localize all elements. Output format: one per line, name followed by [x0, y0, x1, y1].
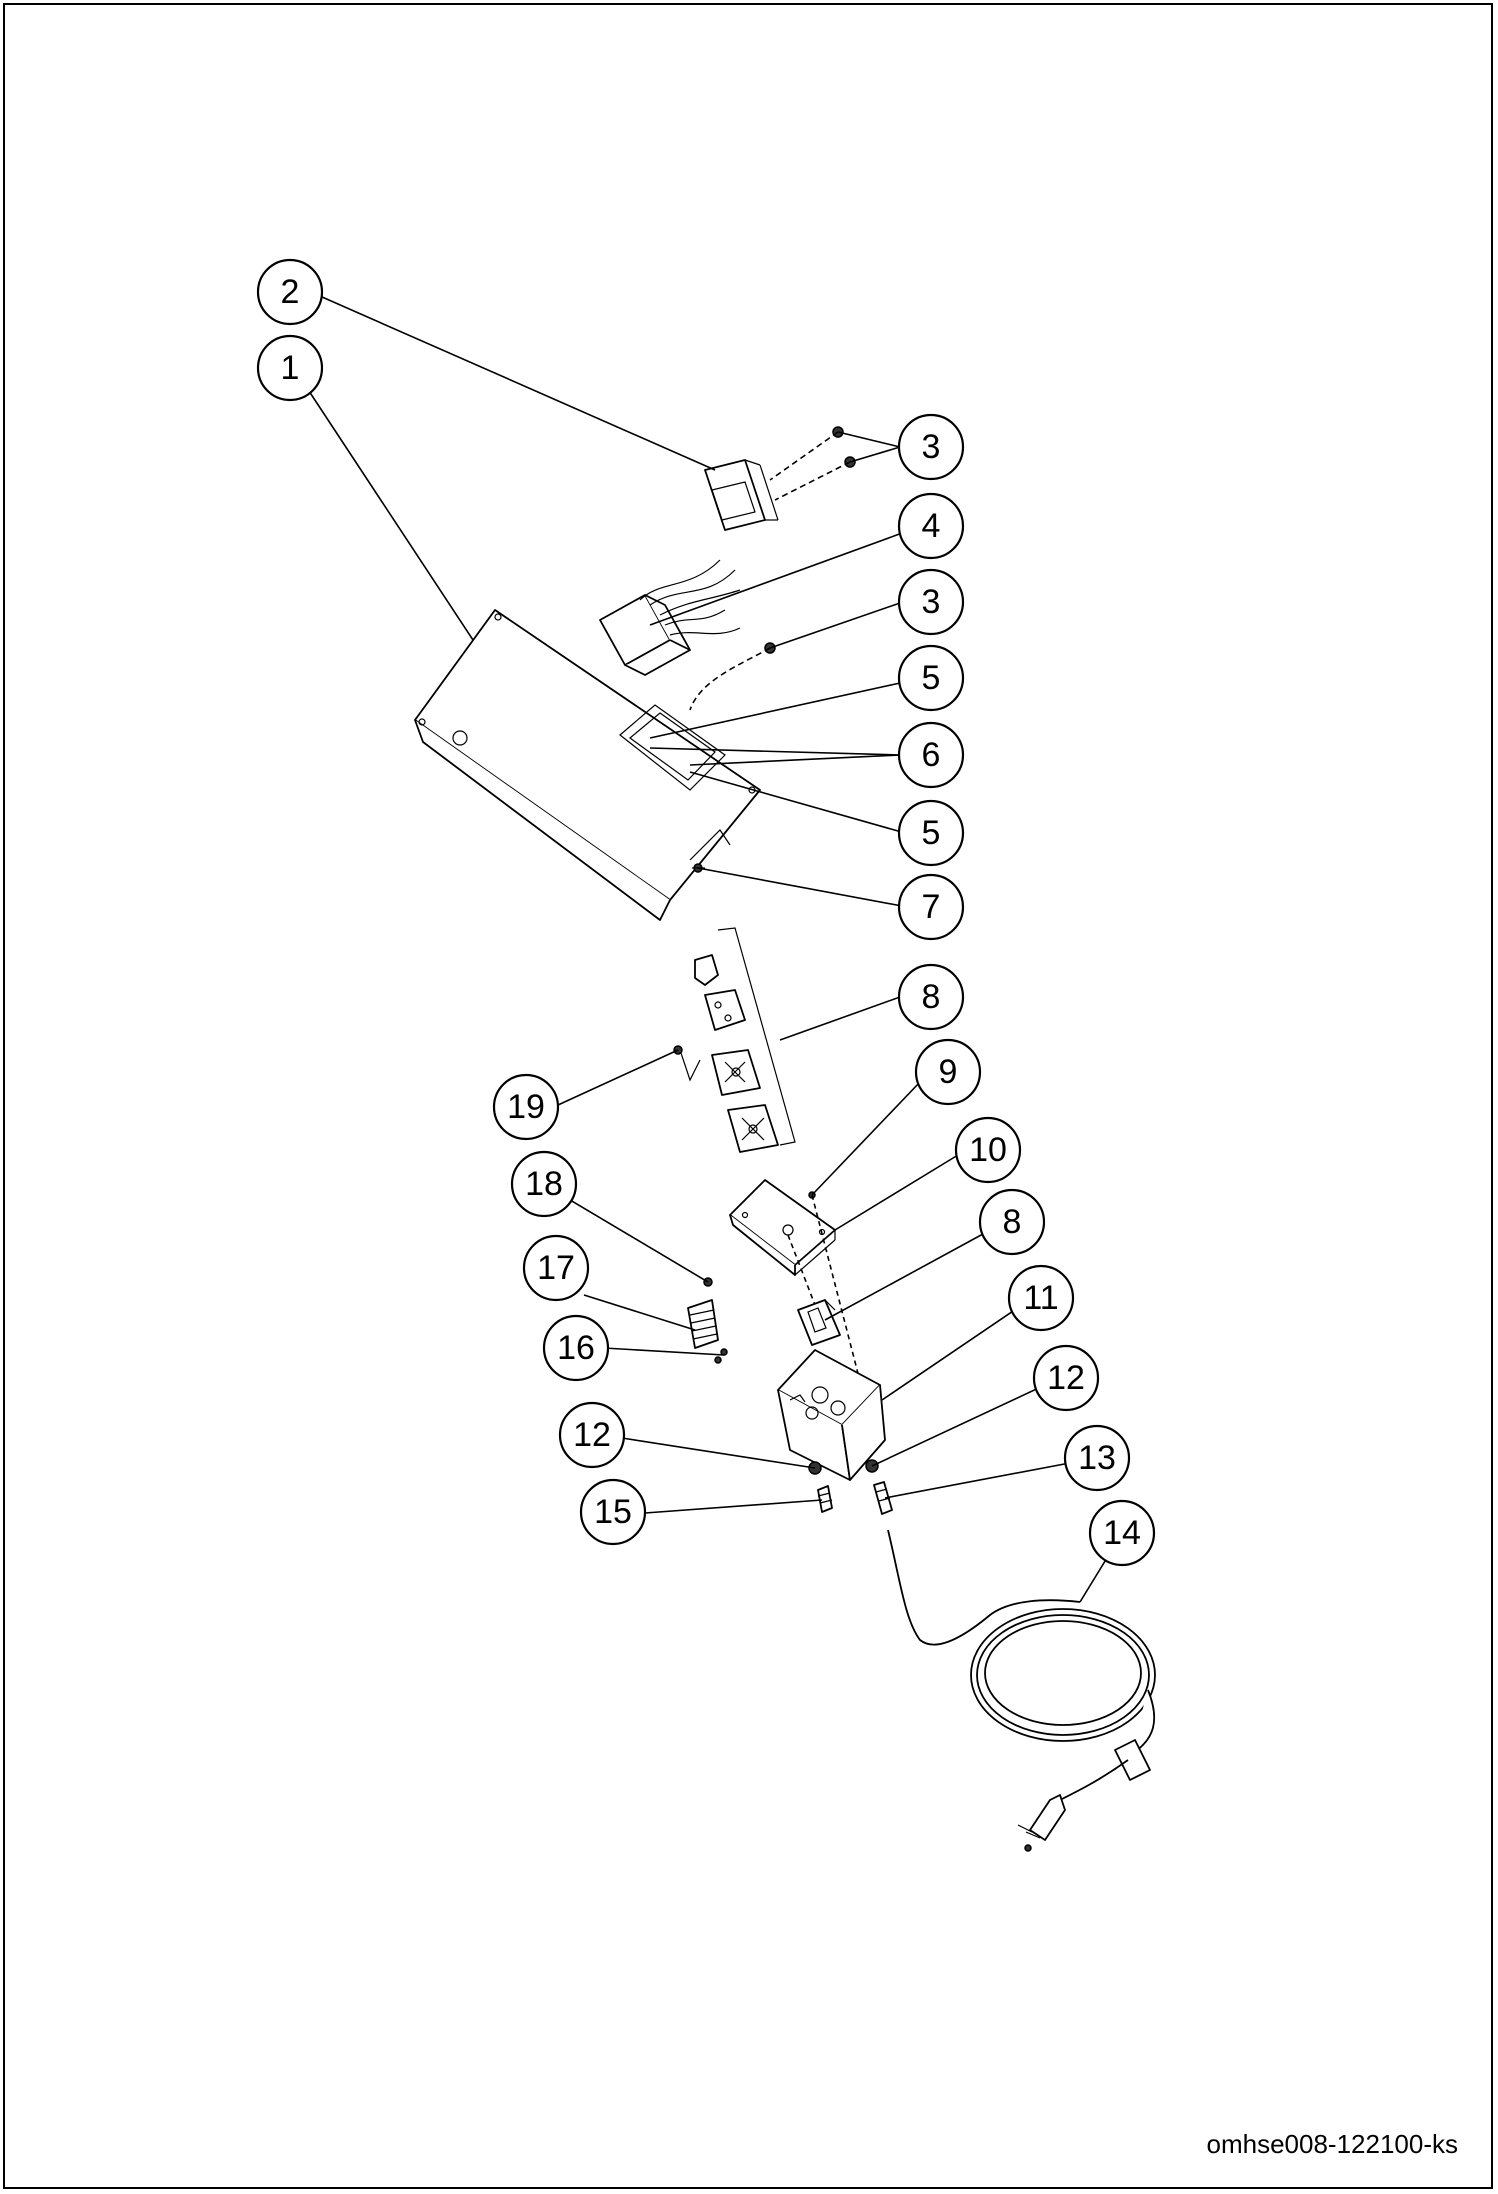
screws-top — [769, 426, 856, 501]
svg-text:9: 9 — [939, 1053, 958, 1091]
svg-text:12: 12 — [1047, 1359, 1085, 1397]
svg-text:16: 16 — [557, 1329, 595, 1367]
callout-18: 18 — [510, 1150, 578, 1218]
callout-3b: 3 — [897, 568, 965, 636]
callout-6: 6 — [897, 721, 965, 789]
callout-4: 4 — [897, 492, 965, 560]
svg-text:5: 5 — [922, 814, 941, 852]
svg-text:6: 6 — [922, 736, 941, 774]
svg-text:17: 17 — [537, 1249, 575, 1287]
switch-block — [599, 559, 741, 676]
svg-text:8: 8 — [1003, 1203, 1022, 1241]
callouts: 2 1 3 4 3 5 6 5 — [256, 258, 1156, 1567]
svg-text:13: 13 — [1078, 1439, 1116, 1477]
svg-text:4: 4 — [922, 507, 941, 545]
strain-relief-right — [865, 1459, 893, 1515]
relay — [797, 1299, 841, 1346]
svg-text:11: 11 — [1023, 1279, 1058, 1317]
svg-text:8: 8 — [922, 978, 941, 1016]
callout-1: 1 — [256, 334, 324, 402]
svg-text:7: 7 — [922, 888, 941, 926]
box-cover — [729, 1179, 871, 1421]
callout-8b: 8 — [978, 1188, 1046, 1256]
svg-text:3: 3 — [922, 583, 941, 621]
callout-5a: 5 — [897, 644, 965, 712]
callout-2: 2 — [256, 258, 324, 326]
callout-9: 9 — [914, 1038, 982, 1106]
svg-text:12: 12 — [573, 1416, 611, 1454]
switch-cover — [704, 459, 779, 531]
callout-3a: 3 — [897, 413, 965, 481]
callout-11: 11 — [1007, 1264, 1075, 1332]
parts-group — [414, 426, 1156, 1852]
svg-text:3: 3 — [922, 428, 941, 466]
callout-13: 13 — [1063, 1424, 1131, 1492]
callout-14: 14 — [1088, 1499, 1156, 1567]
svg-text:18: 18 — [525, 1165, 563, 1203]
callout-19: 19 — [492, 1073, 560, 1141]
svg-text:2: 2 — [281, 273, 300, 311]
callout-12-left: 12 — [558, 1401, 626, 1469]
callout-17: 17 — [522, 1234, 590, 1302]
callout-15: 15 — [579, 1478, 647, 1546]
power-cord — [887, 1529, 1156, 1852]
drawing-frame — [3, 3, 1493, 2189]
leader-lines — [304, 292, 1111, 1603]
callout-5b: 5 — [897, 799, 965, 867]
callout-10: 10 — [954, 1116, 1022, 1184]
callout-8a: 8 — [897, 963, 965, 1031]
svg-text:10: 10 — [969, 1131, 1007, 1169]
screw-mid — [689, 642, 776, 711]
svg-text:14: 14 — [1103, 1514, 1141, 1552]
svg-text:5: 5 — [922, 659, 941, 697]
strain-relief-left — [808, 1461, 833, 1513]
callout-7: 7 — [897, 873, 965, 941]
relay-stack — [673, 927, 796, 1153]
callout-16: 16 — [542, 1314, 610, 1382]
mounting-plate — [414, 609, 761, 921]
svg-text:1: 1 — [281, 349, 300, 387]
svg-text:15: 15 — [594, 1493, 632, 1531]
drawing-id-label: omhse008-122100-ks — [1206, 2129, 1459, 2159]
callout-12-right: 12 — [1032, 1344, 1100, 1412]
svg-text:19: 19 — [507, 1088, 545, 1126]
electrical-box — [777, 1349, 886, 1481]
spring-terminal — [687, 1277, 728, 1364]
